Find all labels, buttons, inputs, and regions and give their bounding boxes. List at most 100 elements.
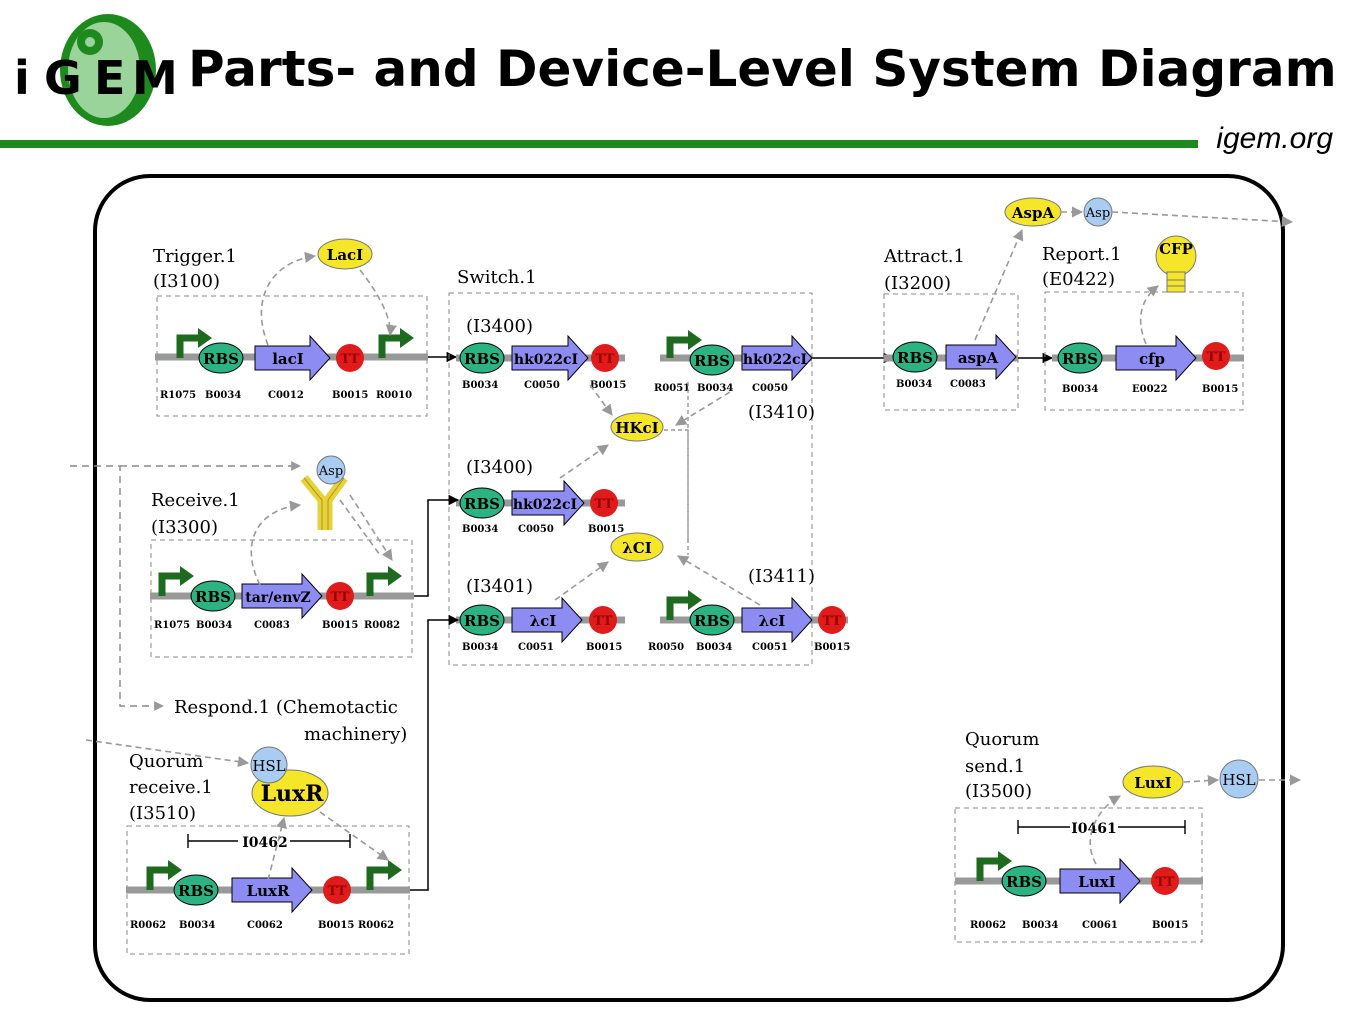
part-code: B0015 — [588, 524, 624, 535]
page-title: Parts- and Device-Level System Diagram — [188, 40, 1337, 98]
rbs-label: RBS — [464, 350, 500, 368]
part-code: R1075 — [160, 390, 196, 401]
site-url[interactable]: igem.org — [1216, 122, 1333, 155]
signal-path — [70, 465, 164, 711]
promoter-icon — [176, 334, 200, 358]
promoter-icon — [666, 336, 690, 358]
receive-name: Receive.1 — [151, 490, 240, 511]
report-device: Report.1 (E0422) RBS cfp TT B0034 E0022 … — [1042, 235, 1244, 411]
igem-logo: i G E M — [14, 14, 178, 126]
trigger-id: (I3100) — [153, 271, 220, 292]
cds-label: hk022cI — [513, 497, 577, 513]
svg-text:i: i — [14, 51, 30, 105]
asp-label: Asp — [1085, 206, 1110, 221]
rbs-label: RBS — [464, 612, 500, 630]
rbs-label: RBS — [897, 349, 933, 367]
quorum-receive-id: (I3510) — [129, 803, 196, 824]
cds-arrow-icon — [1059, 857, 1141, 905]
terminator-icon — [1202, 342, 1230, 370]
rbs-icon — [1057, 342, 1103, 374]
quorum-send-device: Quorum send.1 (I3500) I0461 RBS LuxI TT … — [954, 729, 1302, 943]
rbs-label: RBS — [1062, 350, 1098, 368]
part-code: R0062 — [130, 920, 166, 931]
promoter-icon — [976, 857, 1000, 881]
part-code: R0010 — [376, 390, 412, 401]
laci-label: LacI — [327, 246, 363, 264]
part-code: R0062 — [358, 920, 394, 931]
terminator-icon — [590, 489, 618, 517]
rbs-icon — [892, 341, 938, 373]
rbs-icon — [173, 874, 219, 906]
signal-arrow — [414, 494, 460, 597]
rbs-icon — [198, 342, 244, 374]
sub-device-id: I0461 — [1071, 821, 1117, 837]
part-code: C0062 — [247, 920, 283, 931]
switch-id-a: (I3400) — [466, 316, 533, 337]
rbs-label: RBS — [178, 882, 214, 900]
rbs-label: RBS — [694, 352, 730, 370]
cds-label: λcI — [759, 612, 786, 630]
expression-arrow — [260, 251, 317, 346]
respond-label-2: machinery) — [304, 724, 407, 745]
cds-arrow-icon — [1115, 334, 1197, 382]
repression-arrow — [359, 269, 397, 337]
switch-id-e: (I3411) — [748, 566, 815, 587]
part-code: B0034 — [1022, 920, 1058, 931]
terminator-label: TT — [823, 614, 842, 629]
rbs-icon — [459, 604, 505, 636]
cds-label: lacI — [272, 350, 304, 368]
part-code: B0034 — [462, 642, 498, 653]
trigger-name: Trigger.1 — [153, 246, 237, 267]
part-code: E0022 — [1132, 384, 1167, 395]
terminator-label: TT — [1156, 875, 1175, 890]
svg-text:E: E — [94, 51, 125, 105]
attract-device: Attract.1 (I3200) RBS aspA B0034 C0083 A… — [883, 197, 1294, 411]
promoter-icon — [378, 334, 402, 358]
rbs-label: RBS — [694, 612, 730, 630]
cds-label: LuxR — [247, 882, 290, 900]
lambda-ci-label: λCI — [622, 539, 651, 557]
quorum-receive-name-2: receive.1 — [129, 777, 213, 798]
terminator-icon — [591, 344, 619, 372]
part-code: C0083 — [254, 620, 290, 631]
part-code: R0050 — [648, 642, 684, 653]
receive-device: Receive.1 (I3300) RBS tar/envZ TT R1075 … — [150, 455, 414, 658]
trigger-device: Trigger.1 (I3100) RBS lacI TT R1075 B003… — [153, 238, 428, 417]
part-code: B0015 — [814, 642, 850, 653]
header-divider — [0, 140, 1198, 148]
part-code: C0050 — [752, 383, 788, 394]
quorum-receive-name-1: Quorum — [129, 751, 203, 772]
logo-wordmark: i G E M — [14, 51, 178, 105]
luxi-protein-icon — [1122, 765, 1184, 799]
part-code: B0015 — [332, 390, 368, 401]
promoter-icon — [366, 572, 390, 596]
cds-label: hk022cI — [743, 352, 807, 368]
report-box — [1044, 291, 1244, 411]
terminator-icon — [818, 606, 846, 634]
part-code: R0051 — [654, 383, 690, 394]
terminator-icon — [1151, 867, 1179, 895]
hsl-label: HSL — [1222, 771, 1255, 789]
part-code: B0034 — [196, 620, 232, 631]
part-code: B0015 — [318, 920, 354, 931]
switch-id-d: (I3401) — [466, 576, 533, 597]
terminator-icon — [323, 876, 351, 904]
part-code: B0034 — [697, 383, 733, 394]
rbs-icon — [1001, 865, 1047, 897]
part-code: B0034 — [896, 379, 932, 390]
cds-arrow-icon — [511, 334, 589, 382]
part-code: B0015 — [1202, 384, 1238, 395]
receptor-icon — [300, 475, 348, 530]
part-code: R1075 — [154, 620, 190, 631]
part-code: C0051 — [752, 642, 788, 653]
terminator-label: TT — [594, 614, 613, 629]
rbs-icon — [459, 342, 505, 374]
part-code: C0051 — [518, 642, 554, 653]
quorum-receive-device: Quorum receive.1 (I3510) I0462 RBS LuxR … — [85, 739, 410, 955]
report-name: Report.1 — [1042, 244, 1122, 265]
cds-label: LuxI — [1078, 873, 1115, 891]
rbs-icon — [459, 487, 505, 519]
sub-device-id: I0462 — [242, 835, 288, 851]
hkci-label: HKcI — [615, 419, 658, 437]
part-code: B0034 — [696, 642, 732, 653]
